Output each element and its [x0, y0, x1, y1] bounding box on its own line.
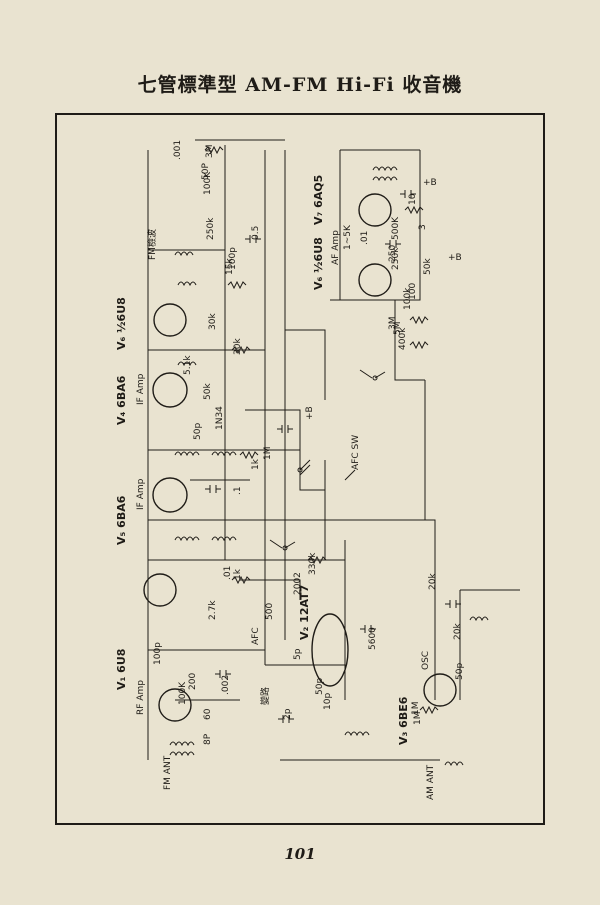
- tube-v1b: [143, 573, 177, 607]
- tube-v3: [423, 673, 457, 707]
- component-value: 1~5K: [343, 224, 353, 250]
- component-value: .01: [223, 566, 233, 580]
- tube-role-v4: IF Amp: [136, 373, 146, 405]
- component-value: 10p: [323, 693, 333, 710]
- tube-role-v6-af: AF Amp: [331, 230, 341, 265]
- fm-detect-label: FM檢波: [146, 229, 158, 260]
- tube-label-v6-af: V₆ ½6U8: [312, 237, 325, 290]
- tube-role-v3: OSC: [421, 651, 431, 670]
- component-value: 100K: [203, 171, 213, 195]
- component-value: 2p: [283, 708, 293, 720]
- plus-b-label-2: +B: [448, 253, 462, 263]
- component-value: 60: [203, 708, 213, 720]
- component-value: 330k: [308, 552, 318, 575]
- diode-label: 1N34: [215, 406, 225, 430]
- component-value: 200: [188, 673, 198, 690]
- component-value: 1k: [251, 458, 261, 470]
- tube-labels: V₁ 6U8 RF Amp V₂ 12AT7 V₃ 6BE6 OSC V₅ 6B…: [115, 175, 431, 745]
- tube-v7: [358, 193, 392, 227]
- component-value: .002: [221, 675, 231, 695]
- component-value: 100k: [403, 287, 413, 310]
- component-value: 50p: [193, 423, 203, 440]
- component-value: 50k: [203, 383, 213, 400]
- tube-v2: [311, 613, 349, 687]
- component-value: .001: [173, 140, 183, 160]
- var-label: 變路: [259, 687, 271, 705]
- page-number: 101: [284, 845, 316, 863]
- component-value: 250k: [206, 217, 216, 240]
- component-value: 3: [418, 224, 428, 230]
- tube-v6: [153, 303, 187, 337]
- tube-label-v3: V₃ 6BE6: [397, 696, 410, 745]
- component-value: 30k: [233, 338, 243, 355]
- component-value: 1M: [411, 702, 421, 716]
- component-value: 100: [408, 283, 418, 300]
- component-value: 20k: [428, 573, 438, 590]
- tube-v4: [152, 372, 188, 408]
- fm-ant-label: FM ANT: [163, 755, 173, 790]
- component-value: 50P: [201, 163, 211, 180]
- switches: [269, 369, 386, 551]
- component-value: 250: [388, 245, 398, 262]
- component-value: 500K: [391, 216, 401, 240]
- tubes: [143, 193, 457, 722]
- resistors: [204, 145, 439, 715]
- component-value: 8P: [203, 733, 213, 745]
- misc-labels: FM ANT AM ANT AFC AFC SW FM檢波 +B +B +B 1…: [146, 178, 462, 800]
- component-value: 2002: [293, 572, 303, 595]
- component-value: .1: [233, 486, 243, 495]
- component-value: 3M: [388, 317, 398, 331]
- component-value: 1M: [413, 712, 423, 726]
- component-value: 5p: [293, 648, 303, 660]
- tube-v1: [158, 688, 192, 722]
- tube-label-v7: V₇ 6AQ5: [312, 175, 325, 225]
- tube-v6-af: [358, 263, 392, 297]
- tube-v5: [152, 477, 188, 513]
- tube-role-v1: RF Amp: [136, 680, 146, 715]
- component-value: 15k: [225, 258, 235, 275]
- page-title: 七管標準型 AM-FM Hi-Fi 收音機: [137, 74, 463, 96]
- tube-label-v5: V₅ 6BA6: [115, 495, 128, 545]
- capacitors: [205, 190, 461, 723]
- component-value: 400k: [398, 327, 408, 350]
- component-value: 1M: [263, 447, 273, 461]
- component-value: .01: [360, 231, 370, 245]
- tube-label-v6: V₆ ½6U8: [115, 297, 128, 350]
- plus-b-label-1: +B: [423, 178, 437, 188]
- plus-b-label-3: +B: [305, 406, 315, 420]
- component-value: 3M: [205, 145, 215, 159]
- tube-label-v2: V₂ 12AT7: [298, 585, 311, 640]
- afc-sw-label: AFC SW: [351, 435, 361, 470]
- component-value: 50p: [455, 663, 465, 680]
- component-value: 5.1k: [183, 355, 193, 375]
- component-value: 30k: [208, 313, 218, 330]
- component-value: 100p: [153, 642, 163, 665]
- component-value: 5M: [393, 322, 403, 336]
- schematic-frame: [55, 113, 545, 825]
- component-value: 2.7k: [208, 600, 218, 620]
- component-value: 50k: [423, 258, 433, 275]
- component-value: 5600: [368, 627, 378, 650]
- coils: [169, 166, 489, 767]
- afc-label: AFC: [251, 627, 261, 645]
- tube-label-v1: V₁ 6U8: [115, 649, 128, 690]
- tube-role-v5: IF Amp: [136, 478, 146, 510]
- component-value: 50p: [315, 678, 325, 695]
- component-value: 500: [265, 603, 275, 620]
- component-value: 0.5: [251, 226, 261, 240]
- component-value: 10: [408, 193, 418, 205]
- am-ant-label: AM ANT: [426, 764, 436, 800]
- component-value: 250k: [391, 247, 401, 270]
- component-labels: 1M100p200100K608P.0022.7k1k.01.150p50k5.…: [153, 140, 465, 745]
- component-value: 20k: [453, 623, 463, 640]
- component-value: 100K: [178, 681, 188, 705]
- tube-label-v4: V₄ 6BA6: [115, 375, 128, 425]
- component-value: 100p: [228, 247, 238, 270]
- component-value: 1k: [233, 568, 243, 580]
